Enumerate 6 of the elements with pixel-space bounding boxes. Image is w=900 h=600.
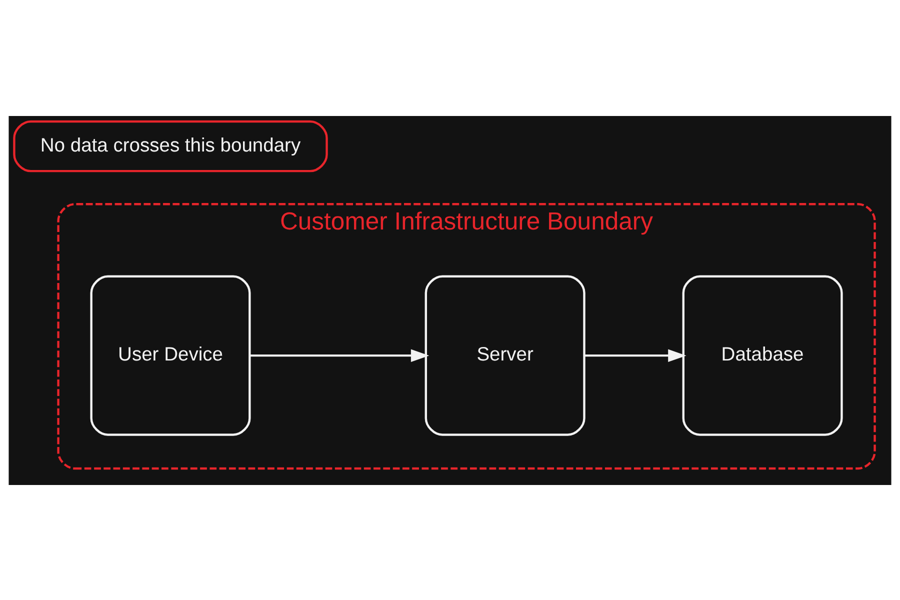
node-box: User Device [90, 274, 251, 436]
node-box: No data crosses this boundary [13, 120, 328, 172]
node-box: Database [682, 274, 843, 436]
arrow [250, 348, 430, 362]
node-box: Server [424, 274, 586, 436]
arrow [584, 348, 686, 362]
